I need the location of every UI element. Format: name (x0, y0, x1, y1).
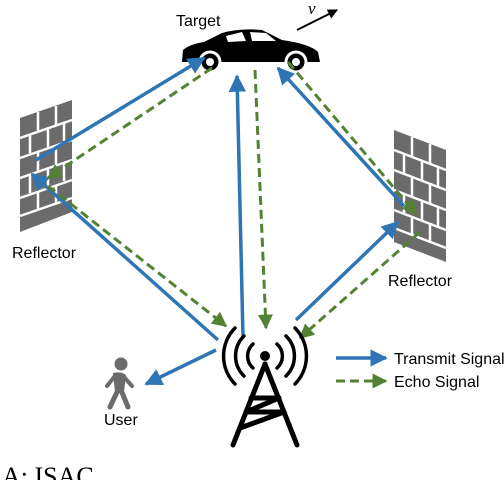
legend-transmit-label: Transmit Signal (394, 351, 504, 368)
reflector-left-icon (19, 100, 73, 232)
target-label: Target (176, 13, 221, 30)
transmit-tower-to-left-reflector (30, 172, 220, 342)
user-label: User (104, 412, 138, 429)
echo-signals (46, 61, 421, 340)
legend-echo-label: Echo Signal (394, 374, 479, 391)
velocity-label: v⃗ (308, 0, 329, 18)
transmit-signals (30, 56, 406, 386)
transmit-tower-to-target (228, 74, 247, 339)
reflector-right-label: Reflector (388, 273, 453, 290)
echo-target-to-right-reflector (286, 61, 418, 216)
car-icon (182, 29, 320, 74)
echo-left-reflector-to-tower (47, 184, 228, 328)
velocity-arrow (296, 9, 338, 31)
echo-right-reflector-to-tower (298, 230, 421, 340)
transmit-tower-to-right-reflector (294, 220, 400, 322)
walking-person-icon (105, 357, 134, 410)
transmit-right-reflector-to-target (276, 66, 406, 208)
transmit-left-reflector-to-target (35, 56, 206, 162)
echo-target-to-tower (253, 69, 273, 330)
reflector-left-label: Reflector (12, 245, 77, 262)
caption-fragment: A: ISAC ... ... ... ... ... ... (2, 462, 250, 480)
transmit-tower-to-user (144, 348, 217, 386)
radio-tower-icon (221, 326, 309, 448)
echo-target-to-left-reflector (46, 66, 213, 180)
legend: Transmit Signal Echo Signal (336, 349, 504, 391)
